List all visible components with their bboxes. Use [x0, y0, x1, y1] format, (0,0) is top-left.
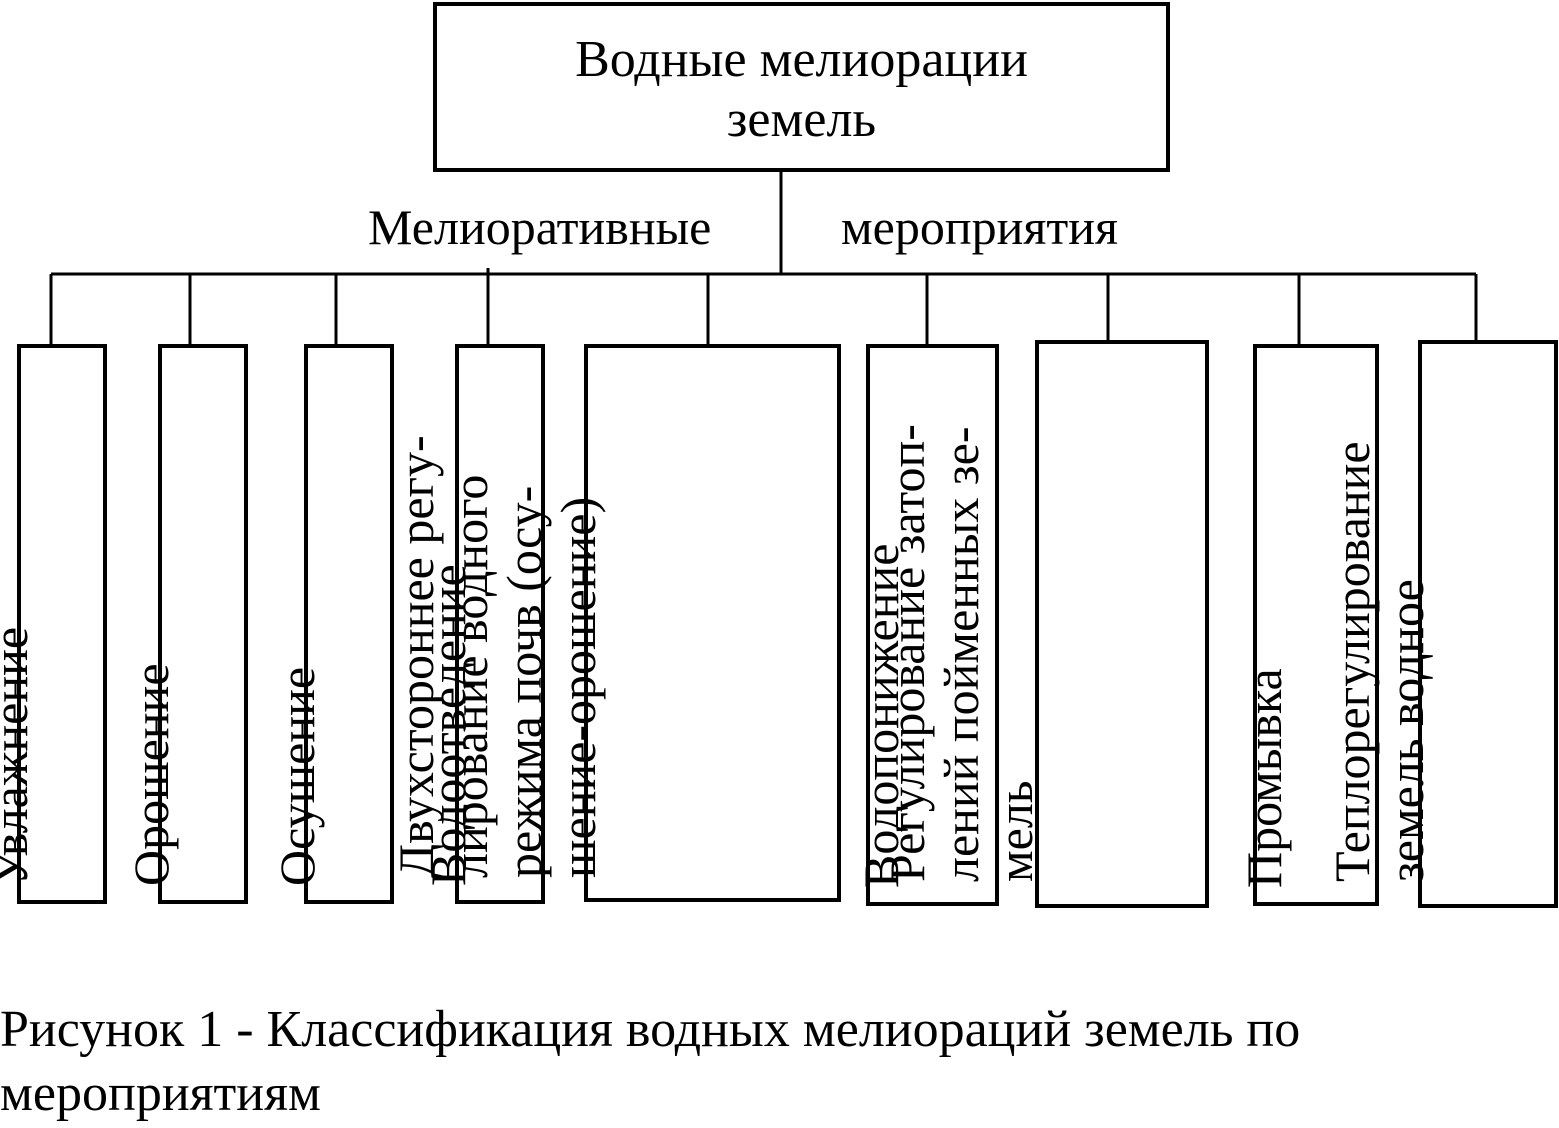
category-box-oroshenie: Орошение [123, 344, 248, 904]
category-label-line: Орошение [123, 663, 179, 886]
category-box-vodoponizhenie: Водопонижение [853, 344, 999, 906]
category-label-line: лирование водного [441, 474, 498, 878]
root-title-line-1: Водные мелиорации [575, 31, 1028, 88]
category-label: Теплорегулирование земель водное [1324, 362, 1434, 882]
category-label: Промывка [1236, 368, 1292, 888]
category-label-line: Теплорегулирование [1324, 441, 1380, 882]
category-label-line: Двухстороннее регу- [387, 435, 444, 878]
root-node: Водные мелиорации земель [433, 2, 1170, 172]
category-label: Регулирование затоп- лений пойменных зе-… [879, 362, 1043, 882]
caption-line-1: Рисунок 1 - Классификация водных мелиора… [0, 1001, 1301, 1058]
category-box-vodootvedenie: Водоотведение [420, 344, 545, 904]
category-label-line: режима почв (осу- [495, 485, 552, 878]
figure-caption: Рисунок 1 - Классификация водных мелиора… [0, 998, 1540, 1126]
category-label-line: Регулирование затоп- [879, 424, 935, 882]
caption-line-2: мероприятиям [0, 1065, 321, 1122]
branch-label-left: Мелиоративные [368, 199, 712, 255]
category-label-line: лений пойменных зе- [933, 426, 989, 882]
category-label: Осушение [269, 366, 325, 886]
category-box-promyvka: Промывка [1236, 344, 1379, 906]
category-box-regulirovanie-zatopleniy: Регулирование затоп- лений пойменных зе-… [879, 340, 1209, 908]
category-label: Увлажнение [0, 366, 38, 886]
category-box-uvlazhnenie: Увлажнение [0, 344, 107, 904]
category-label-line: земель водное [1378, 579, 1434, 882]
category-label-line: Промывка [1236, 668, 1292, 888]
category-label: Двухстороннее регу- лирование водного ре… [387, 358, 606, 878]
category-label-line: шение-орошение) [549, 496, 606, 878]
category-box-teploregulirovanie: Теплорегулирование земель водное [1324, 340, 1558, 908]
root-title-line-2: земель [726, 91, 877, 148]
category-box-dvukhstoronnee-regulirovanie: Двухстороннее регу- лирование водного ре… [388, 344, 841, 902]
category-label: Орошение [123, 366, 179, 886]
category-label-line: Увлажнение [0, 626, 38, 886]
branch-label-right: мероприятия [841, 199, 1118, 255]
category-box-osushenie: Осушение [269, 344, 394, 904]
category-label-line: мель [987, 780, 1043, 882]
category-label-line: Осушение [269, 666, 325, 886]
